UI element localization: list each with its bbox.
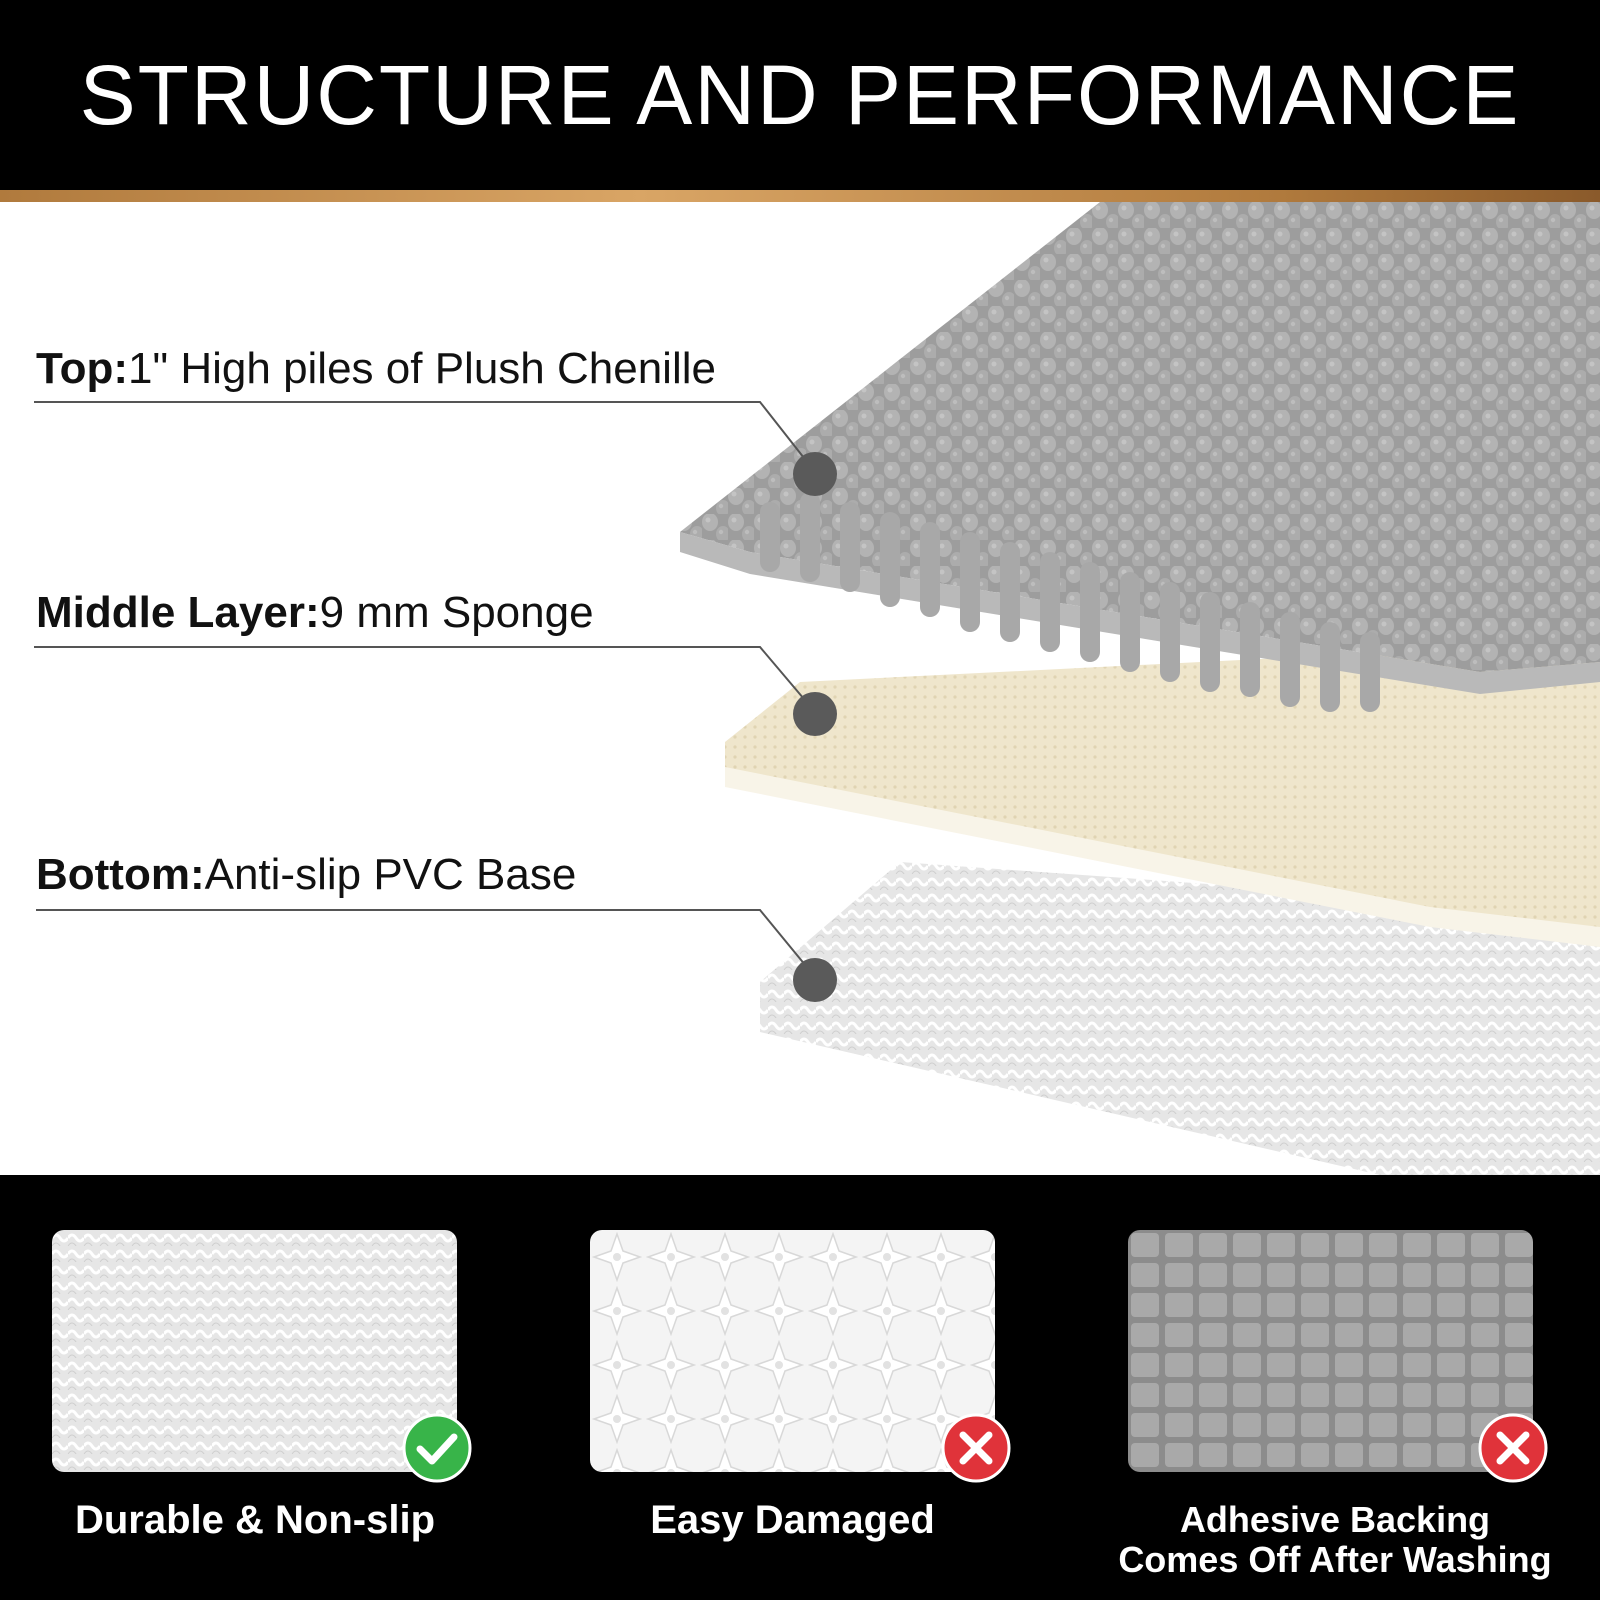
pvc-texture-image [52, 1230, 457, 1472]
rubber-texture-image [590, 1230, 995, 1472]
top-layer-label: Top:1" High piles of Plush Chenille [36, 344, 716, 394]
cross-icon [941, 1413, 1011, 1483]
caption-line: Adhesive Backing [1179, 1499, 1491, 1540]
caption-durable: Durable & Non-slip [30, 1500, 480, 1540]
caption-adhesive: Adhesive Backing Comes Off After Washing [1090, 1500, 1580, 1580]
bottom-layer-key: Bottom: [36, 850, 205, 899]
bottom-layer-marker [793, 958, 837, 1002]
chenille-fringe [760, 492, 1380, 712]
caption-line: Easy Damaged [650, 1498, 935, 1542]
top-layer-text: 1" High piles of Plush Chenille [128, 344, 716, 393]
page-title: STRUCTURE AND PERFORMANCE [79, 47, 1521, 142]
caption-easy-damaged: Easy Damaged [565, 1500, 1020, 1540]
pvc-backing-swatch [52, 1230, 457, 1472]
caption-line: Durable & Non-slip [74, 1498, 436, 1542]
pvc-base-layer [760, 862, 1600, 1175]
cross-icon [1478, 1413, 1548, 1483]
header-accent-rule [0, 190, 1600, 202]
chenille-top-layer [680, 202, 1600, 672]
middle-leader-line [34, 646, 816, 713]
top-leader-line [34, 401, 816, 473]
check-icon [402, 1413, 472, 1483]
caption-line: Comes Off After Washing [1118, 1539, 1552, 1580]
middle-layer-marker [793, 692, 837, 736]
rubber-backing-swatch [590, 1230, 995, 1472]
adhesive-backing-swatch [1128, 1230, 1533, 1472]
chenille-edge [680, 532, 1600, 694]
mat-layers-graphic [34, 202, 1600, 1175]
top-layer-marker [793, 452, 837, 496]
header-bar: STRUCTURE AND PERFORMANCE [0, 0, 1600, 190]
middle-layer-label: Middle Layer:9 mm Sponge [36, 588, 594, 638]
bottom-leader-line [36, 909, 816, 978]
middle-layer-key: Middle Layer: [36, 588, 320, 637]
mat-layers-illustration: Top:1" High piles of Plush Chenille Midd… [0, 202, 1600, 1175]
sponge-edge [725, 767, 1600, 947]
sponge-layer [725, 642, 1600, 942]
bottom-layer-label: Bottom:Anti-slip PVC Base [36, 850, 576, 900]
adhesive-texture-image [1128, 1230, 1533, 1472]
top-layer-key: Top: [36, 344, 129, 393]
middle-layer-text: 9 mm Sponge [319, 588, 594, 637]
bottom-layer-text: Anti-slip PVC Base [204, 850, 577, 899]
